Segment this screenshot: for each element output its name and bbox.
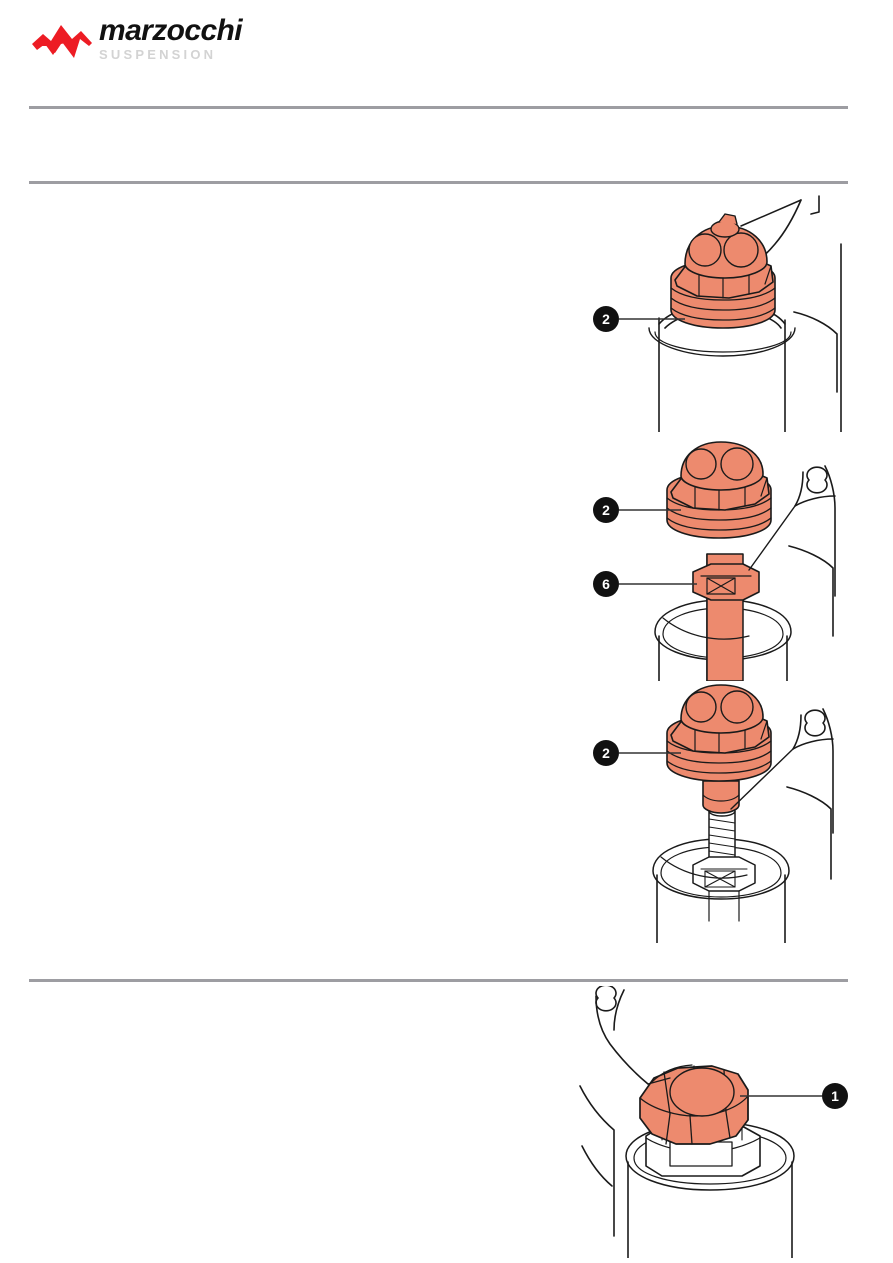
section-divider [29, 979, 848, 982]
callout-badge-1: 1 [822, 1083, 848, 1109]
figure-fork-cap-with-rod: 2 6 [589, 436, 854, 681]
brand-wordmark: marzocchi [99, 14, 243, 47]
brand-logo: marzocchi SUSPENSION [31, 14, 291, 70]
brand-wordmark-group: marzocchi SUSPENSION [99, 14, 243, 63]
callout-badge-2: 2 [593, 740, 619, 766]
svg-text:1: 1 [831, 1088, 839, 1104]
upper-section-text-column [29, 188, 599, 973]
header-divider-top [29, 106, 848, 109]
svg-text:2: 2 [602, 502, 610, 518]
svg-text:2: 2 [602, 745, 610, 761]
upper-section: 2 [29, 188, 848, 973]
figure-fork-cap-removed: 2 [589, 683, 854, 943]
callout-badge-2: 2 [593, 306, 619, 332]
lower-section-text-column [29, 986, 599, 1261]
svg-text:2: 2 [602, 311, 610, 327]
brand-subtitle: SUSPENSION [99, 47, 217, 62]
marzocchi-mountain-logo-icon [31, 20, 93, 64]
svg-text:6: 6 [602, 576, 610, 592]
lower-section: 1 [29, 986, 848, 1261]
figure-rebound-adjuster-knob: 1 [574, 986, 854, 1258]
header-divider-bottom [29, 181, 848, 184]
callout-badge-2: 2 [593, 497, 619, 523]
callout-badge-6: 6 [593, 571, 619, 597]
figure-fork-cap-installed: 2 [589, 192, 854, 432]
